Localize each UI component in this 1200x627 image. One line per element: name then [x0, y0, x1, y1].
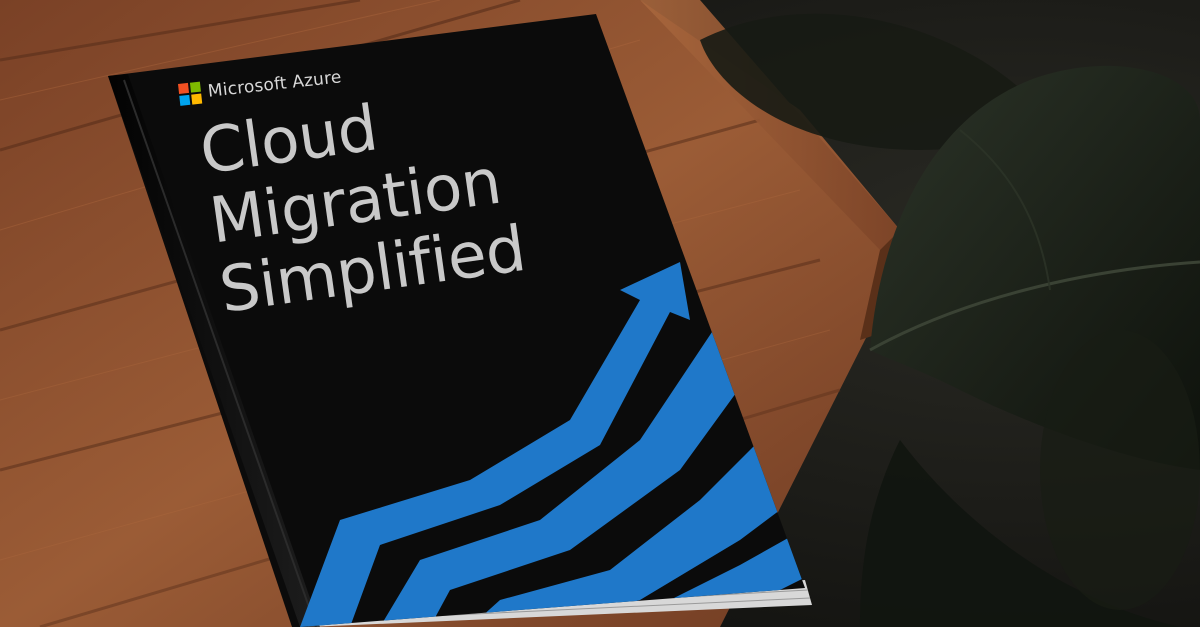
plant-leaves [700, 13, 1200, 627]
growth-arrows [300, 262, 805, 627]
book-cover [108, 14, 805, 627]
